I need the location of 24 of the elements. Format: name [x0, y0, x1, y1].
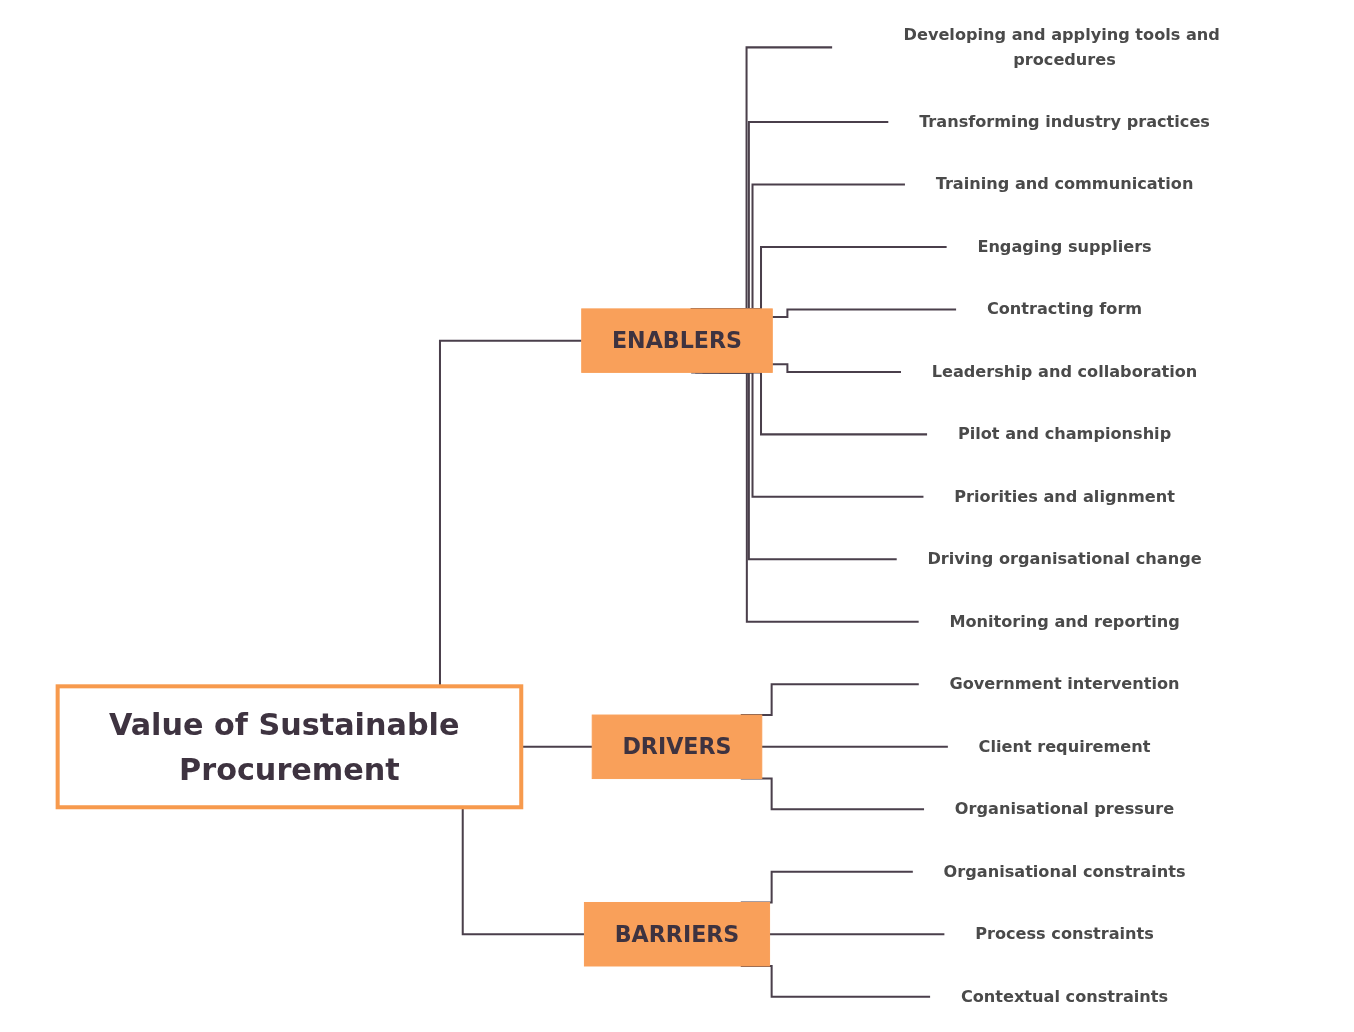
node-text: Pilot and championship [957, 424, 1172, 444]
connector [761, 745, 949, 748]
node-text: Government intervention [949, 674, 1180, 694]
node-text: Driving organisational change [927, 549, 1202, 569]
connector [772, 308, 957, 318]
node-text: Engaging suppliers [977, 236, 1152, 256]
node-text: Leadership and collaboration [931, 361, 1198, 381]
node-text: Training and communication [935, 174, 1194, 194]
connector [769, 933, 945, 936]
node-text: Process constraints [975, 924, 1154, 944]
node-box: ENABLERS [581, 308, 773, 373]
node-text: Organisational constraints [943, 861, 1186, 881]
node-text: Client requirement [978, 736, 1151, 756]
node-box: Value of Sustainable Procurement [55, 684, 524, 810]
node-text: Priorities and alignment [954, 486, 1175, 506]
node-text: Transforming industry practices [919, 111, 1210, 132]
node-text: Contracting form [986, 299, 1143, 319]
node-text: Developing and applying tools and procedures [903, 25, 1220, 69]
node-text: Organisational pressure [954, 799, 1175, 819]
node-box: BARRIERS [583, 902, 771, 967]
node-text: Contextual constraints [960, 986, 1169, 1006]
node-text: Monitoring and reporting [949, 611, 1180, 631]
node-box: DRIVERS [591, 714, 763, 780]
connector [772, 363, 902, 373]
